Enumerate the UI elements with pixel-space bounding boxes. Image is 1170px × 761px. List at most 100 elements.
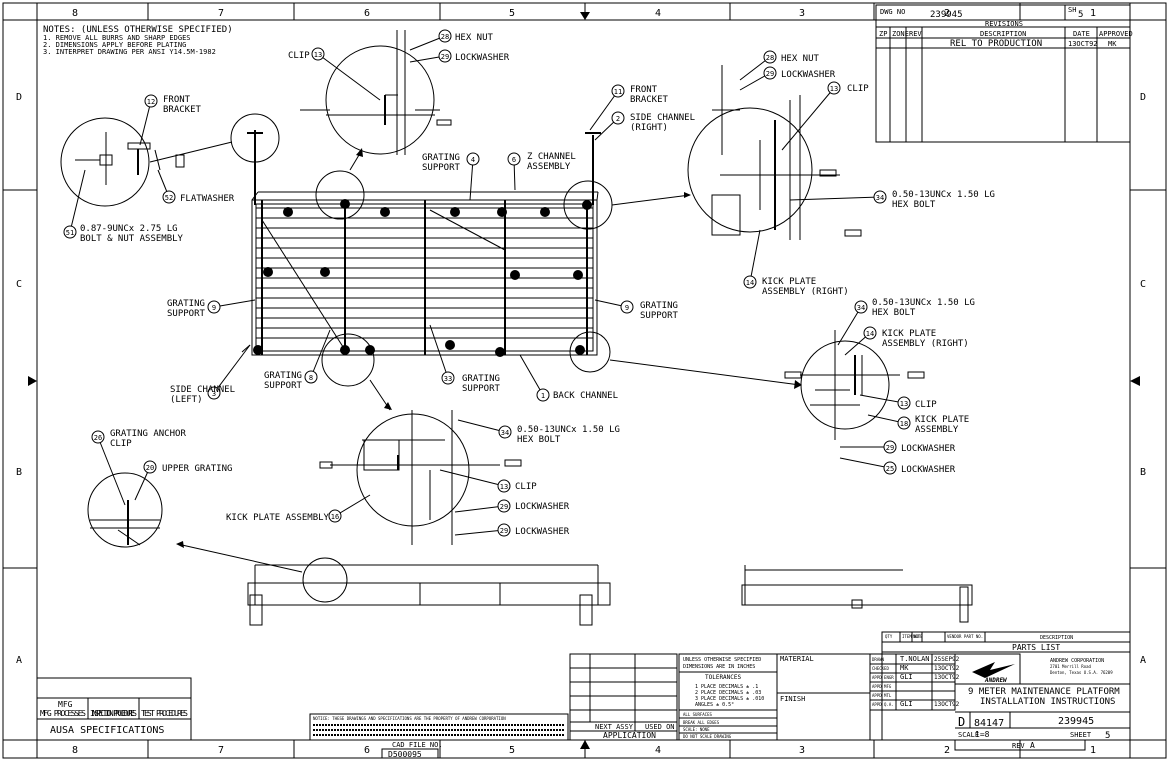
zone-left-b: B <box>16 467 22 478</box>
zone-top-7: 7 <box>218 8 224 19</box>
clip-top-label: CLIP <box>288 51 310 61</box>
upper-grating-label: UPPER GRATING <box>162 464 232 474</box>
approval-role: APPD Q.A. <box>872 702 894 707</box>
front-bracket-left-label-1: FRONT <box>163 95 191 105</box>
clip-r2-label: CLIP <box>915 400 937 410</box>
anchor-clip-detail-leader <box>97 436 126 506</box>
clip-top-leader <box>317 53 381 101</box>
lockwasher-r4-label: LOCKWASHER <box>901 465 956 475</box>
rev-hdr-approved: APPROVED <box>1099 30 1133 38</box>
hex-bolt-right-leader <box>789 196 881 201</box>
lockwasher-r3-label: LOCKWASHER <box>901 444 956 454</box>
kick-plate-18-balloon <box>897 416 911 430</box>
clip-bottom-leader <box>439 469 505 487</box>
hex-bolt-mid-leader <box>837 306 862 346</box>
tol-row-1: ALL SURFACES <box>683 712 712 717</box>
spec-inspection: INSPECTION PROCEDURES <box>90 709 137 718</box>
rev-hdr-rev: REV <box>909 30 922 38</box>
notice-text: NOTICE: THESE DRAWINGS AND SPECIFICATION… <box>313 716 506 721</box>
tol-title: TOLERANCES <box>705 674 742 681</box>
zone-top-2: 2 <box>944 8 950 19</box>
grating-support-left-label-2: SUPPORT <box>167 309 206 319</box>
side-channel-right-label-2: (RIGHT) <box>630 123 668 133</box>
anchor-clip-detail-number: 26 <box>94 434 102 442</box>
rev-dwg-no-label: DWG NO <box>880 8 905 16</box>
anchor-clip-detail-label-2: CLIP <box>110 439 132 449</box>
anchor-clip-detail-label-1: GRATING ANCHOR <box>110 429 186 439</box>
anchor-clips <box>253 199 592 357</box>
drawing-title-2: INSTALLATION INSTRUCTIONS <box>980 697 1115 707</box>
zone-top-4: 4 <box>655 8 661 19</box>
parts-list-title: PARTS LIST <box>1012 643 1060 652</box>
grating-support-top-number: 4 <box>471 156 475 164</box>
parts-hdr-note: NOTE <box>913 634 923 639</box>
application-label: APPLICATION <box>603 731 656 740</box>
spec-title: AUSA SPECIFICATIONS <box>50 725 164 736</box>
spec-mfg-1: MFG <box>58 700 73 709</box>
anchor-clip-marker <box>263 267 273 277</box>
kick-plate-right-balloon <box>743 275 757 289</box>
anchor-clip-marker <box>380 207 390 217</box>
title-dwg-no: 239945 <box>1058 716 1094 727</box>
anchor-clip-marker <box>497 207 507 217</box>
hex-bolt-bottom-label-2: HEX BOLT <box>517 435 561 445</box>
logo-text: ANDREW <box>984 677 1008 684</box>
zone-top-3: 3 <box>799 8 805 19</box>
zone-left-d: D <box>16 92 22 103</box>
grating-support-top-label-1: GRATING <box>422 153 460 163</box>
spec-test: TEST PROCEDURES <box>141 709 188 718</box>
rev-row-approved: MK <box>1108 40 1117 48</box>
grating-support-33-balloon <box>441 371 455 385</box>
back-channel-label: BACK CHANNEL <box>553 391 618 401</box>
anchor-clip-marker <box>283 207 293 217</box>
clip-right-label: CLIP <box>847 84 869 94</box>
platform-plan-view <box>241 130 601 357</box>
hex-bolt-bottom-number: 34 <box>501 429 509 437</box>
zone-right-d: D <box>1140 92 1146 103</box>
scale-value: 1=8 <box>975 730 990 739</box>
kick-plate-right-label-1: KICK PLATE <box>762 277 816 287</box>
flatwasher-number: 52 <box>165 194 173 202</box>
kick-plate-18-label-1: KICK PLATE <box>915 415 969 425</box>
grating-support-left-label-1: GRATING <box>167 299 205 309</box>
flatwasher-balloon <box>162 190 176 204</box>
grating-support-8-balloon <box>304 370 318 384</box>
anchor-clip-marker <box>575 345 585 355</box>
tol-line-3: 3 PLACE DECIMALS ± .010 <box>695 696 764 702</box>
grating-support-right-balloon <box>620 300 634 314</box>
kick-plate-r2-label-1: KICK PLATE <box>882 329 936 339</box>
clip-bottom-label: CLIP <box>515 482 537 492</box>
notice-block: NOTICE: THESE DRAWINGS AND SPECIFICATION… <box>309 713 569 759</box>
anchor-clip-marker <box>445 340 455 350</box>
hex-bolt-mid-label-2: HEX BOLT <box>872 308 916 318</box>
z-channel-balloon <box>507 152 521 166</box>
approval-role: DRAWN <box>872 657 885 662</box>
grating-support-8-number: 8 <box>309 374 313 382</box>
grating-support-33-label-1: GRATING <box>462 374 500 384</box>
hex-nut-right-label: HEX NUT <box>781 54 820 64</box>
back-channel-number: 1 <box>541 392 545 400</box>
clip-bottom-balloon <box>497 479 511 493</box>
parts-hdr-vendor: VENDOR PART NO. <box>947 634 983 639</box>
parts-hdr-description: DESCRIPTION <box>1040 635 1073 641</box>
front-bracket-right-leader <box>589 90 619 131</box>
side-channel-left-label-1: SIDE CHANNEL <box>170 385 235 395</box>
anchor-clip-marker <box>320 267 330 277</box>
lockwasher-b1-balloon <box>497 499 511 513</box>
approval-name: T.NOLAN <box>900 655 930 663</box>
approval-name: GLI <box>900 700 913 708</box>
kick-plate-18-label-2: ASSEMBLY <box>915 425 959 435</box>
company-name: ANDREW CORPORATION <box>1050 658 1104 664</box>
kick-plate-assembly-16-balloon <box>328 509 342 523</box>
parts-hdr-item: ITEM NO <box>902 634 919 639</box>
anchor-clip-marker <box>573 270 583 280</box>
hex-bolt-bottom-label-1: 0.50-13UNCx 1.50 LG <box>517 425 620 435</box>
lockwasher-r4-number: 25 <box>886 465 894 473</box>
size-letter: D <box>958 715 965 729</box>
grating-support-8-leader <box>310 329 331 378</box>
grating-support-33-leader <box>429 324 449 379</box>
notes-block: NOTES: (UNLESS OTHERWISE SPECIFIED) 1. R… <box>43 25 233 56</box>
side-channel-left-label-2: (LEFT) <box>170 395 203 405</box>
tol-line-1: 1 PLACE DECIMALS ± .1 <box>695 684 758 690</box>
